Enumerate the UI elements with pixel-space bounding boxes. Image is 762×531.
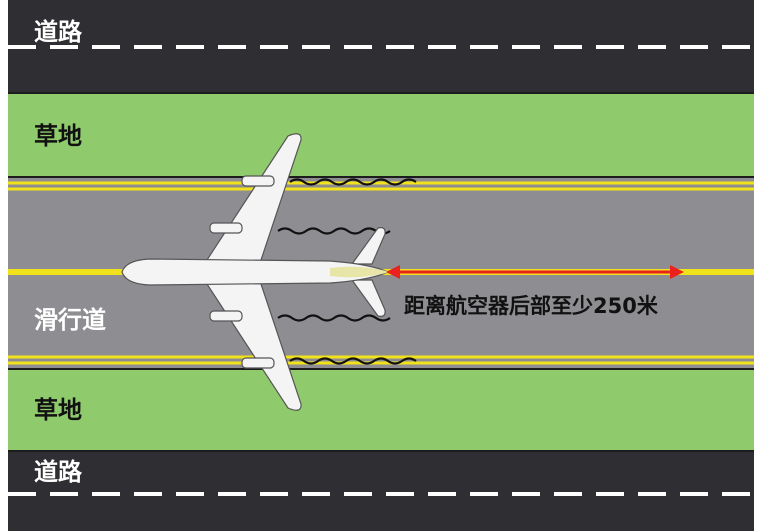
taxiway-edge-bottom bbox=[8, 355, 754, 365]
aircraft-exhaust bbox=[330, 266, 390, 278]
taxiway-label: 滑行道 bbox=[34, 306, 106, 334]
distance-annotation: 距离航空器后部至少250米 bbox=[404, 294, 658, 318]
engine-top-inner bbox=[209, 222, 243, 234]
engine-bottom-inner bbox=[209, 310, 243, 322]
taxiway-edge-top bbox=[8, 181, 754, 191]
grass-label-bottom: 草地 bbox=[34, 396, 82, 424]
aircraft-tail-top bbox=[350, 227, 386, 265]
road-bottom bbox=[8, 452, 754, 531]
road-label-top: 道路 bbox=[34, 18, 82, 46]
grass-bottom bbox=[8, 368, 754, 452]
jet-blast-waves bbox=[277, 178, 417, 365]
road-label-bottom: 道路 bbox=[34, 458, 82, 486]
aircraft bbox=[121, 133, 390, 411]
distance-arrow bbox=[386, 265, 684, 279]
road-top bbox=[8, 0, 754, 92]
engine-bottom-outer bbox=[241, 357, 275, 369]
engine-top-outer bbox=[241, 175, 275, 187]
aircraft-wing-bottom bbox=[203, 280, 302, 411]
grass-top bbox=[8, 92, 754, 178]
aircraft-tail-bottom bbox=[350, 279, 386, 317]
aircraft-wing-top bbox=[203, 133, 302, 264]
grass-label-top: 草地 bbox=[34, 122, 82, 150]
